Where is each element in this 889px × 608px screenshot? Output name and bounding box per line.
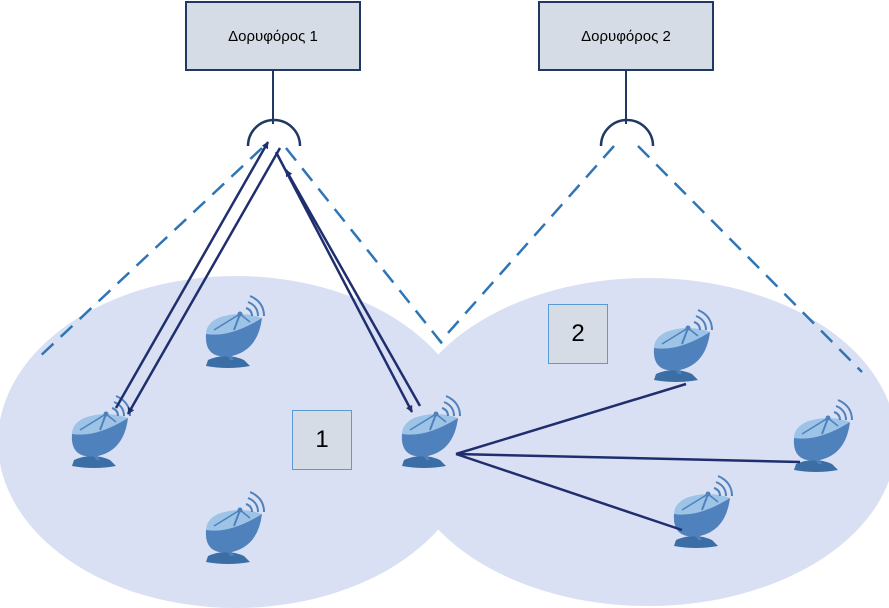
link-gateway-right [455, 452, 801, 464]
downlink-arrow-gateway [274, 151, 414, 413]
region-1-number: 1 [315, 426, 329, 453]
region-2-label: 2 [548, 304, 608, 364]
region-2-number: 2 [571, 320, 585, 347]
link-gateway-bottom [455, 452, 683, 532]
coverage-region-1 [0, 276, 474, 608]
uplink-arrow-gateway [284, 169, 422, 407]
satellite-1-label: Δορυφόρος 1 [228, 27, 318, 45]
satellite-2-label: Δορυφόρος 2 [581, 27, 671, 45]
coverage-region-2 [400, 278, 889, 606]
satellite-1-box: Δορυφόρος 1 [185, 1, 361, 71]
satellite-2-antenna [599, 118, 655, 147]
beam-2-edges [439, 145, 863, 373]
downlink-arrow-left [126, 147, 282, 415]
beam-1-edges [35, 147, 445, 361]
link-gateway-top [455, 382, 687, 456]
satellite-2-box: Δορυφόρος 2 [538, 1, 714, 71]
region-1-label: 1 [292, 410, 352, 470]
uplink-arrow-left [114, 141, 270, 409]
satellite-1-antenna [246, 118, 302, 147]
